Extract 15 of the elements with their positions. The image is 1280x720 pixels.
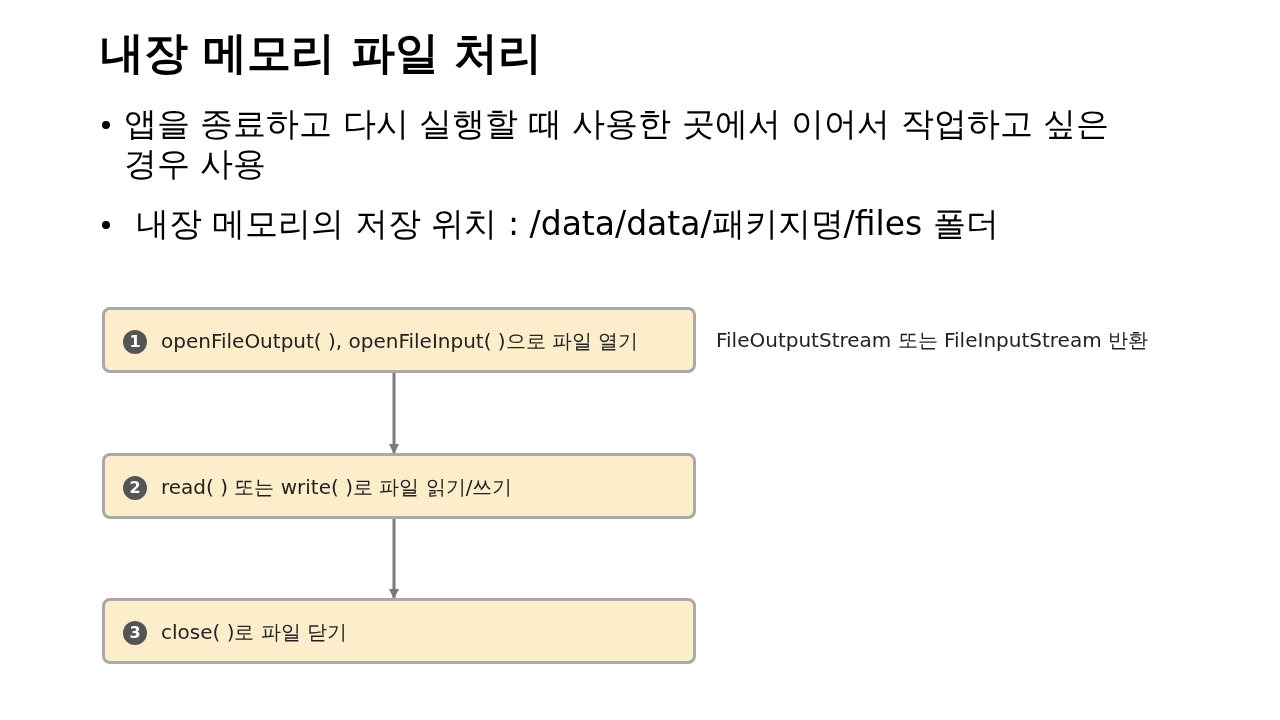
bullet-text: 내장 메모리의 저장 위치 : /data/data/패키지명/files 폴더 bbox=[136, 204, 1000, 244]
step-box bbox=[102, 453, 696, 519]
step-text: openFileOutput( ), openFileInput( )으로 파일 열기 bbox=[161, 328, 639, 354]
step-number-badge: 1 bbox=[123, 330, 147, 354]
side-note: FileOutputStream 또는 FileInputStream 반환 bbox=[716, 327, 1148, 353]
bullet-text: 앱을 종료하고 다시 실행할 때 사용한 곳에서 이어서 작업하고 싶은 경우 사용 bbox=[124, 104, 1111, 184]
arrow bbox=[389, 373, 399, 454]
step-text: read( ) 또는 write( )로 파일 읽기/쓰기 bbox=[161, 474, 513, 500]
arrow bbox=[389, 519, 399, 599]
step-number-badge: 2 bbox=[123, 476, 147, 500]
step-box bbox=[102, 598, 696, 664]
step-box bbox=[102, 307, 696, 373]
slide-title: 내장 메모리 파일 처리 bbox=[100, 26, 542, 80]
step-text: close( )로 파일 닫기 bbox=[161, 619, 348, 645]
step-number-badge: 3 bbox=[123, 621, 147, 645]
